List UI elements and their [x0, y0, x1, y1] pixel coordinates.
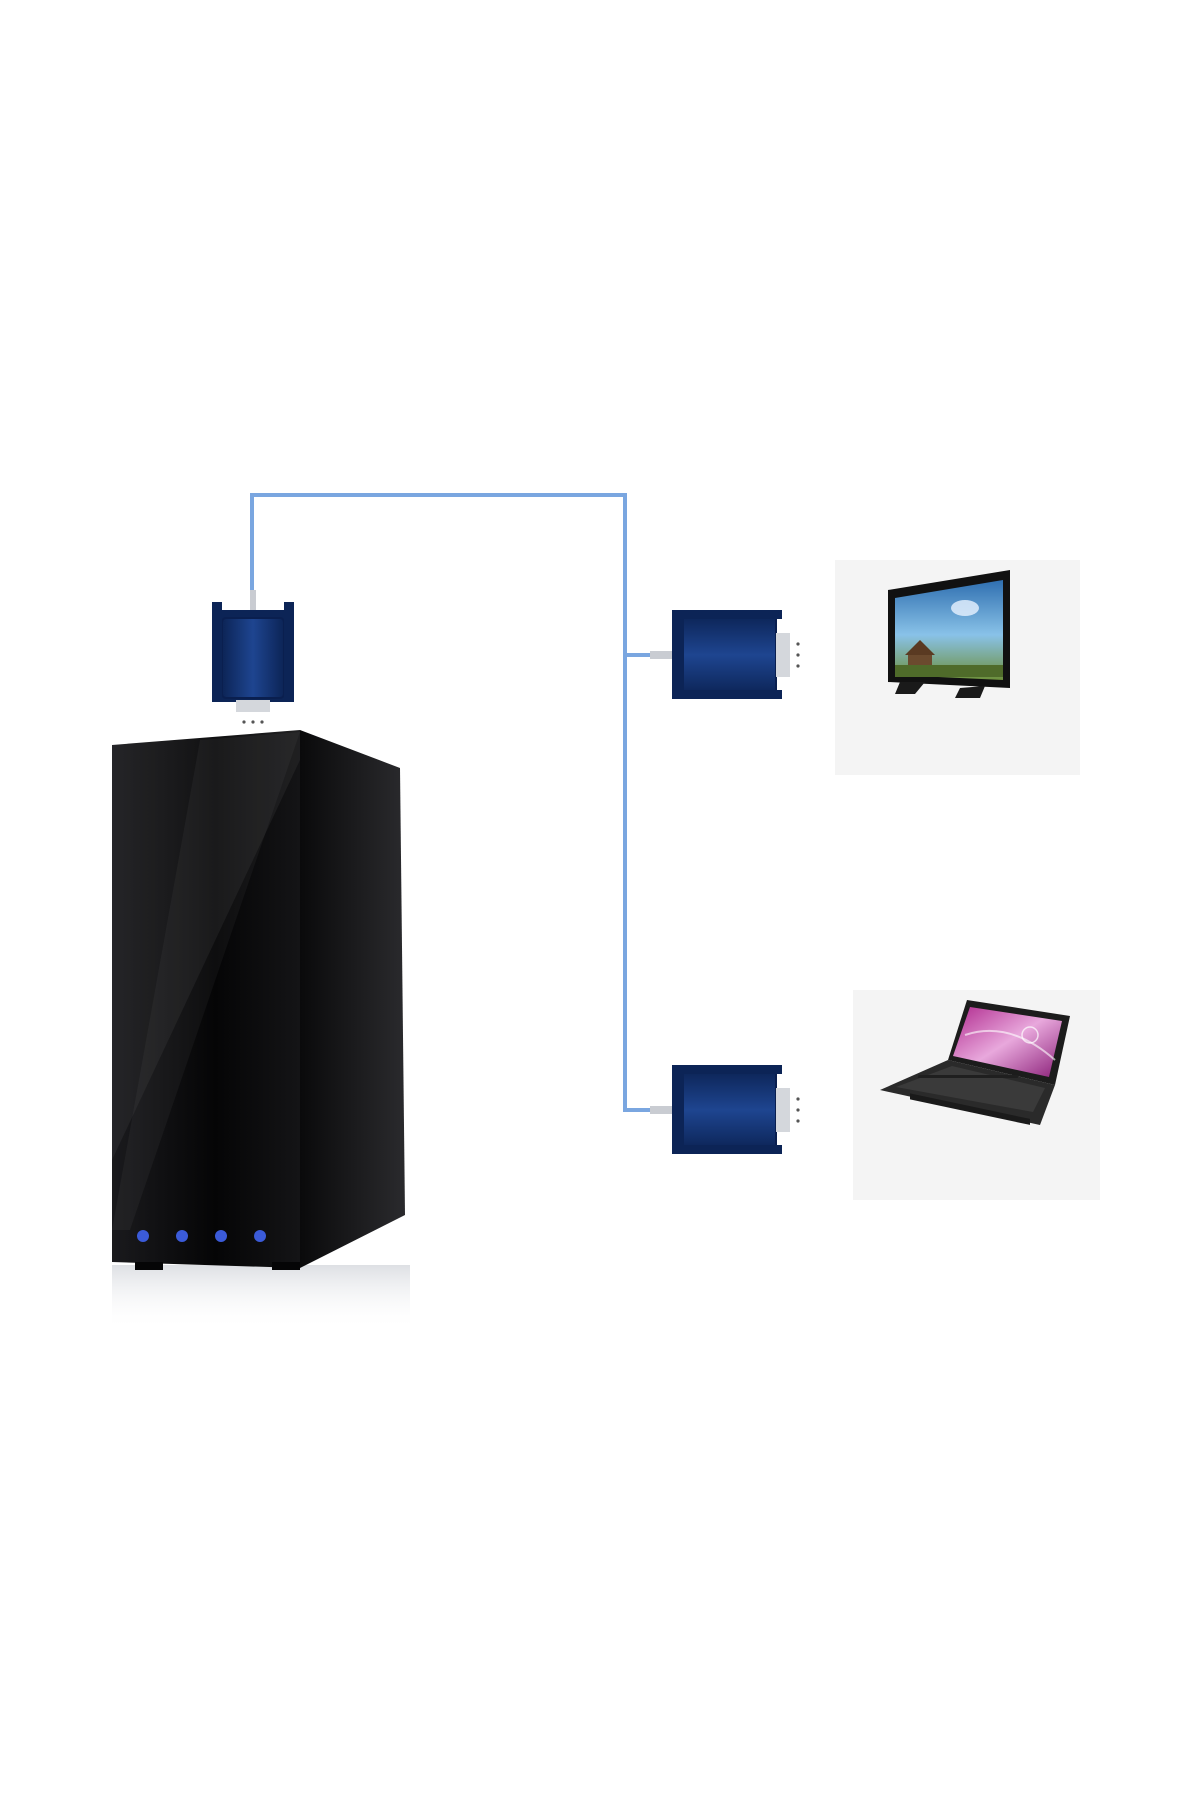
power-led	[254, 1230, 266, 1242]
laptop-icon	[880, 1000, 1070, 1125]
vga-connector-icon	[212, 590, 294, 724]
source-connector	[212, 590, 294, 724]
output-connector-2	[650, 1065, 800, 1154]
monitor-icon	[888, 570, 1010, 698]
tower-pc	[112, 730, 410, 1330]
power-led	[176, 1230, 188, 1242]
output-connector-1	[650, 610, 800, 699]
vga-connector-icon	[650, 610, 800, 699]
power-led	[215, 1230, 227, 1242]
tower-pc-icon	[112, 730, 410, 1330]
power-led	[137, 1230, 149, 1242]
laptop-device	[853, 990, 1100, 1200]
power-leds	[137, 1230, 266, 1242]
monitor-device	[835, 560, 1080, 775]
vga-connector-icon	[650, 1065, 800, 1154]
cable-lines	[250, 493, 650, 1112]
cable-source	[250, 493, 650, 1112]
